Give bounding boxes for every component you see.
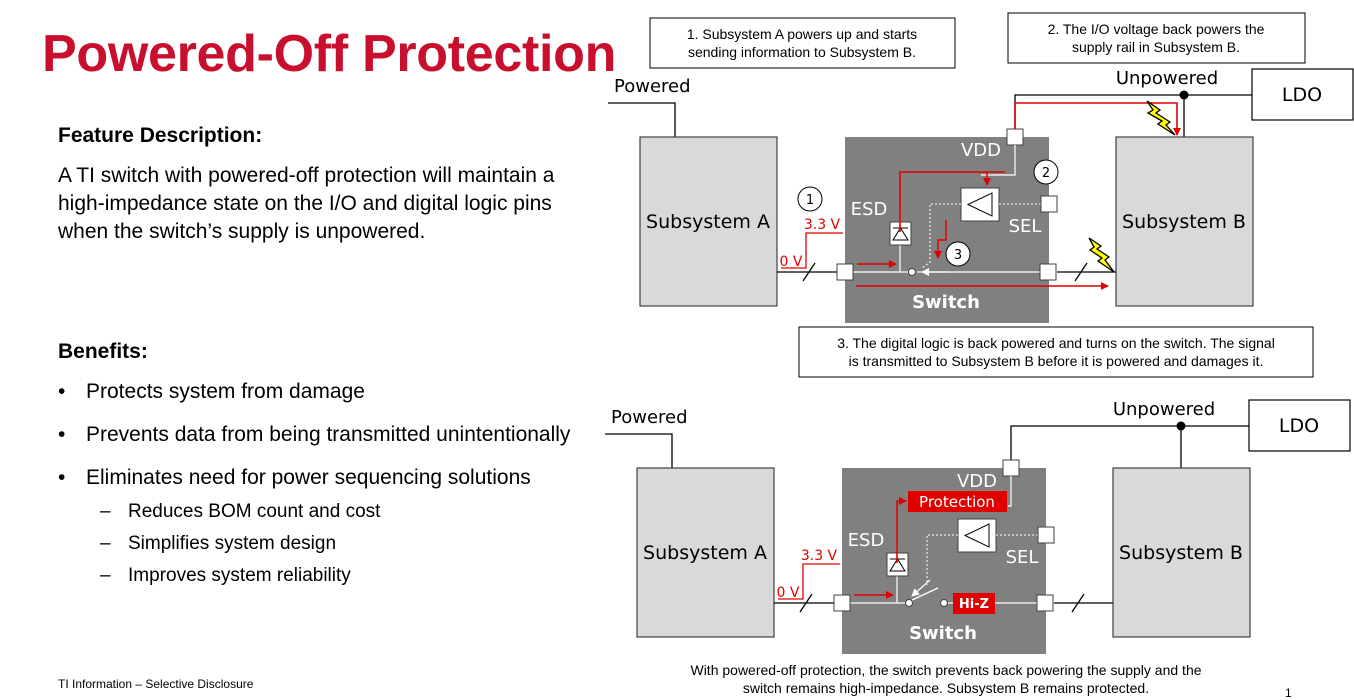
- hiz-badge: [953, 593, 995, 614]
- subsystem-a-block: [636, 467, 775, 638]
- step-marker-2: 2: [1042, 166, 1050, 181]
- voltage-low-label: 0 V: [777, 585, 800, 601]
- sub-benefit-text: Reduces BOM count and cost: [128, 501, 381, 522]
- feature-description: A TI switch with powered-off protection …: [58, 164, 555, 243]
- vdd-label: VDD: [957, 471, 997, 492]
- powered-label: Powered: [611, 407, 688, 428]
- footer-disclosure: TI Information – Selective Disclosure: [58, 677, 254, 691]
- protection-label: Protection: [919, 493, 995, 511]
- voltage-high-label: 3.3 V: [801, 548, 838, 564]
- benefit-item: • Eliminates need for power sequencing so…: [58, 464, 598, 491]
- slide-title: Powered-Off Protection: [42, 25, 617, 83]
- note-step-1: 1. Subsystem A powers up and starts send…: [649, 17, 956, 69]
- svg-text:is transmitted to Subsystem B: is transmitted to Subsystem B before it …: [849, 353, 1264, 369]
- feature-heading: Feature Description:: [58, 124, 263, 147]
- subsystem-a-block: [639, 136, 778, 307]
- note-step-2: 2. The I/O voltage back powers the suppl…: [1007, 12, 1306, 64]
- top-diagram: 1. Subsystem A powers up and starts send…: [608, 12, 1354, 378]
- ldo-box: [1248, 399, 1351, 452]
- subsystem-a-label: Subsystem A: [646, 211, 770, 233]
- ldo-label: LDO: [1279, 415, 1319, 437]
- benefit-text: Eliminates need for power sequencing sol…: [86, 466, 531, 489]
- page-number: 1: [1285, 686, 1292, 700]
- dash-icon: –: [100, 565, 111, 586]
- subsystem-b-block: [1115, 136, 1254, 307]
- subsystem-b-label: Subsystem B: [1119, 542, 1243, 564]
- vdd-label: VDD: [961, 140, 1001, 161]
- note-step-3: 3. The digital logic is back powered and…: [798, 326, 1314, 378]
- benefit-text: Protects system from damage: [86, 380, 365, 403]
- subsystem-b-block: [1112, 467, 1251, 638]
- powered-label: Powered: [614, 76, 691, 97]
- esd-label: ESD: [851, 199, 888, 220]
- sub-benefit-item: –Simplifies system design: [58, 533, 598, 555]
- svg-text:3. The digital logic is back p: 3. The digital logic is back powered and…: [837, 335, 1275, 351]
- benefits-list: • Protects system from damage • Prevents d…: [58, 378, 598, 587]
- sel-label: SEL: [1006, 547, 1039, 568]
- unpowered-label: Unpowered: [1116, 68, 1218, 89]
- benefit-text: Prevents data from being transmitted uni…: [86, 423, 571, 446]
- lightning-icon: [1146, 100, 1176, 136]
- sub-benefit-item: –Improves system reliability: [58, 565, 598, 587]
- voltage-low-label: 0 V: [780, 254, 803, 270]
- subsystem-a-label: Subsystem A: [643, 542, 767, 564]
- hiz-label: Hi-Z: [959, 597, 989, 612]
- subsystem-b-label: Subsystem B: [1122, 211, 1246, 233]
- dash-icon: –: [100, 533, 111, 554]
- step-marker-3: 3: [954, 248, 962, 263]
- bullet-icon: •: [58, 466, 66, 489]
- ldo-box: [1251, 68, 1354, 121]
- svg-text:1. Subsystem A powers up and s: 1. Subsystem A powers up and starts: [687, 26, 917, 42]
- dash-icon: –: [100, 501, 111, 522]
- benefit-item: • Protects system from damage: [58, 378, 598, 405]
- sub-benefit-item: –Reduces BOM count and cost: [58, 501, 598, 523]
- bullet-icon: •: [58, 380, 66, 403]
- svg-text:sending information to Subsyst: sending information to Subsystem B.: [688, 44, 916, 60]
- protection-badge: [908, 491, 1007, 512]
- sel-label: SEL: [1009, 216, 1042, 237]
- lightning-icon: [1088, 237, 1115, 273]
- unpowered-label: Unpowered: [1113, 399, 1215, 420]
- svg-text:2. The I/O voltage back powers: 2. The I/O voltage back powers the: [1048, 21, 1265, 37]
- caption-line-2: switch remains high-impedance. Subsystem…: [743, 680, 1149, 696]
- bullet-icon: •: [58, 423, 66, 446]
- benefits-heading: Benefits:: [58, 340, 148, 363]
- svg-text:supply rail in Subsystem B.: supply rail in Subsystem B.: [1072, 39, 1240, 55]
- benefit-item: • Prevents data from being transmitted un…: [58, 421, 598, 448]
- switch-label: Switch: [909, 623, 977, 644]
- step-marker-1: 1: [806, 193, 814, 208]
- ldo-label: LDO: [1282, 84, 1322, 106]
- sub-benefit-text: Simplifies system design: [128, 533, 337, 554]
- caption-line-1: With powered-off protection, the switch …: [690, 662, 1201, 678]
- esd-label: ESD: [848, 530, 885, 551]
- voltage-high-label: 3.3 V: [804, 217, 841, 233]
- sub-benefit-text: Improves system reliability: [128, 565, 351, 586]
- bottom-diagram: Powered Subsystem A Unpowered LDO Subsys…: [605, 399, 1351, 696]
- switch-label: Switch: [912, 292, 980, 313]
